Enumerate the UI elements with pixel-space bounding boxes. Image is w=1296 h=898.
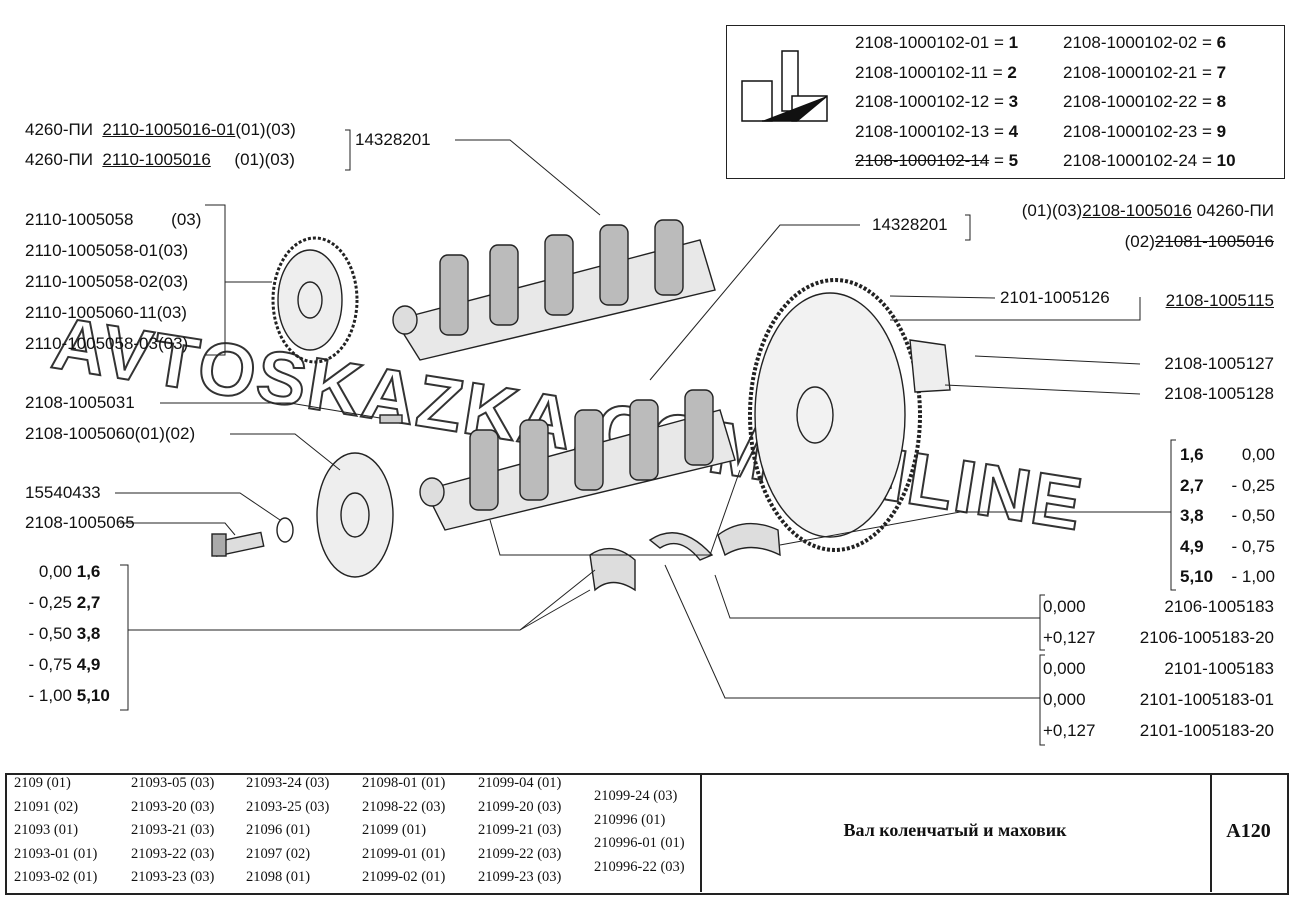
label-plug-top: 14328201 <box>355 130 431 149</box>
bolt <box>211 531 265 557</box>
model-item: 21093-20 (03) <box>131 798 215 815</box>
washer <box>276 517 294 543</box>
left-table-row: - 0,25 2,7 <box>28 593 101 612</box>
legend-row: 2108-1000102-01 = 1 <box>855 33 1019 52</box>
model-item: 21099-21 (03) <box>478 822 562 838</box>
pulley <box>316 452 394 578</box>
model-item: 2109 (01) <box>14 775 71 791</box>
model-item: 21099-04 (01) <box>478 775 562 791</box>
model-item: 210996-22 (03) <box>594 858 685 875</box>
model-item: 21098-01 (01) <box>362 775 446 791</box>
flywheel <box>748 278 922 552</box>
right-table-row: 5,10- 1,00 <box>1180 567 1275 586</box>
model-item: 21093-05 (03) <box>131 775 215 791</box>
drawing-code: A120 <box>1226 820 1271 842</box>
label-flywheel: 2108-1005115 <box>1165 291 1274 310</box>
title-block <box>5 773 1289 895</box>
legend-row: 2108-1000102-12 = 3 <box>855 92 1019 111</box>
label-damper: 2110-1005060-11(03) <box>25 303 187 322</box>
label-key: 2108-1005031 <box>25 393 135 412</box>
model-item: 21098-22 (03) <box>362 798 446 815</box>
legend-row: 2108-1000102-24 = 10 <box>1063 151 1236 170</box>
legend-row: 2108-1000102-14 = 5 <box>855 151 1019 170</box>
divider <box>700 775 702 892</box>
model-item: 21099 (01) <box>362 822 427 838</box>
right-table-row: 3,8- 0,50 <box>1180 506 1275 525</box>
model-item: 21093-21 (03) <box>131 822 215 838</box>
label-washer: 15540433 <box>25 483 101 502</box>
model-item: 21099-20 (03) <box>478 798 562 815</box>
left-table-row: - 0,75 4,9 <box>28 655 101 674</box>
label-damper: 2110-1005058-02(03) <box>25 272 189 291</box>
model-item: 21093-23 (03) <box>131 869 215 885</box>
legend-row: 2108-1000102-23 = 9 <box>1063 121 1227 141</box>
model-item: 21093-24 (03) <box>246 775 330 791</box>
label-plug-right: 14328201 <box>872 215 948 234</box>
model-item: 21093 (01) <box>14 822 79 838</box>
label-flywheel-bolt: 2108-1005127 <box>1164 354 1274 373</box>
model-item: 210996 (01) <box>594 811 666 828</box>
label-pin: 2101-1005126 <box>1000 288 1110 307</box>
legend-row: 2108-1000102-21 = 7 <box>1063 62 1227 82</box>
crankshaft-lower <box>419 389 736 531</box>
model-item: 21098 (01) <box>246 869 311 885</box>
crankshaft-upper <box>392 219 716 361</box>
flywheel-washer <box>909 339 951 393</box>
model-item: 21099-22 (03) <box>478 845 562 862</box>
model-item: 21093-22 (03) <box>131 845 215 862</box>
bearing-set-icon <box>741 50 828 122</box>
bearing-shells <box>589 522 781 592</box>
model-item: 21099-24 (03) <box>594 788 678 804</box>
model-item: 210996-01 (01) <box>594 835 685 851</box>
left-table-row: - 0,50 3,8 <box>28 624 101 643</box>
model-item: 21096 (01) <box>246 822 311 838</box>
divider <box>1210 775 1212 892</box>
legend-row: 2108-1000102-02 = 6 <box>1063 33 1227 52</box>
damper-pulley <box>271 236 359 364</box>
label-crankshaft-b: (02)21081-1005016 <box>1124 232 1274 251</box>
label-flywheel-washer: 2108-1005128 <box>1164 384 1274 403</box>
label-bolt: 2108-1005065 <box>25 513 135 532</box>
label-crankshaft-a: (01)(03)2108-1005016 04260-ПИ <box>1021 201 1274 220</box>
model-item: 21099-01 (01) <box>362 845 446 862</box>
bearing-legend-box <box>726 25 1285 179</box>
legend-row: 2108-1000102-13 = 4 <box>855 121 1019 141</box>
label-pulley: 2108-1005060(01)(02) <box>25 424 196 443</box>
legend-row: 2108-1000102-22 = 8 <box>1063 92 1227 111</box>
model-item: 21097 (02) <box>246 845 311 862</box>
legend-row: 2108-1000102-11 = 2 <box>855 62 1017 82</box>
label-damper: 2110-1005058-01(03) <box>25 241 189 260</box>
label-damper: 2110-1005058 (03) <box>25 210 202 229</box>
model-item: 21091 (02) <box>14 798 79 815</box>
right-table-row: 2,7- 0,25 <box>1180 475 1275 495</box>
key <box>379 414 403 424</box>
left-table-row: 0,00 1,6 <box>38 562 101 581</box>
model-item: 21099-02 (01) <box>362 869 446 885</box>
label-pulley-b: 4260-ПИ 2110-1005016 (01)(03) <box>25 150 295 169</box>
label-damper: 2110-1005058-03(03) <box>25 334 189 353</box>
model-item: 21099-23 (03) <box>478 869 562 885</box>
left-table-row: - 1,00 5,10 <box>28 686 110 705</box>
model-item: 21093-02 (01) <box>14 869 98 885</box>
model-item: 21093-01 (01) <box>14 845 98 862</box>
label-pulley-a: 4260-ПИ 2110-1005016-01(01)(03) <box>25 120 296 139</box>
right-table-row: 4,9- 0,75 <box>1180 536 1275 556</box>
model-item: 21093-25 (03) <box>246 798 330 815</box>
drawing-title: Вал коленчатый и маховик <box>843 820 1067 840</box>
